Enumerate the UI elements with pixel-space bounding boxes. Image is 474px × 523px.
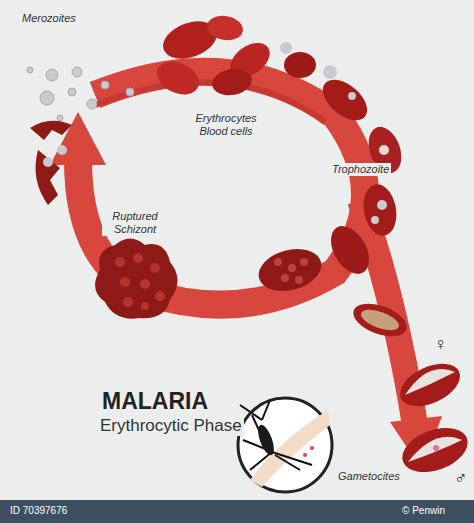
merozoites (27, 67, 134, 121)
stage-label: Erythrocytes Blood cells (182, 112, 270, 138)
sex-symbol: ♂ (452, 468, 470, 490)
stage-label: Ruptured Schizont (102, 210, 168, 236)
stage-label: Merozoites (20, 12, 78, 25)
mosquito-inset (238, 398, 332, 492)
stage-label: Trophozoite (330, 163, 391, 176)
gametocytes (393, 355, 473, 480)
stage-label: Gametocites (336, 470, 402, 483)
diagram-caption: Erythrocytic Phase (98, 416, 244, 436)
erythrocytes (30, 13, 411, 343)
arrow-head (50, 112, 106, 165)
sex-symbol: ♀ (432, 334, 450, 356)
diagram-title: MALARIA (100, 388, 210, 416)
image-id: ID 70397676 (8, 505, 69, 517)
credit: © Penwin (400, 505, 447, 517)
